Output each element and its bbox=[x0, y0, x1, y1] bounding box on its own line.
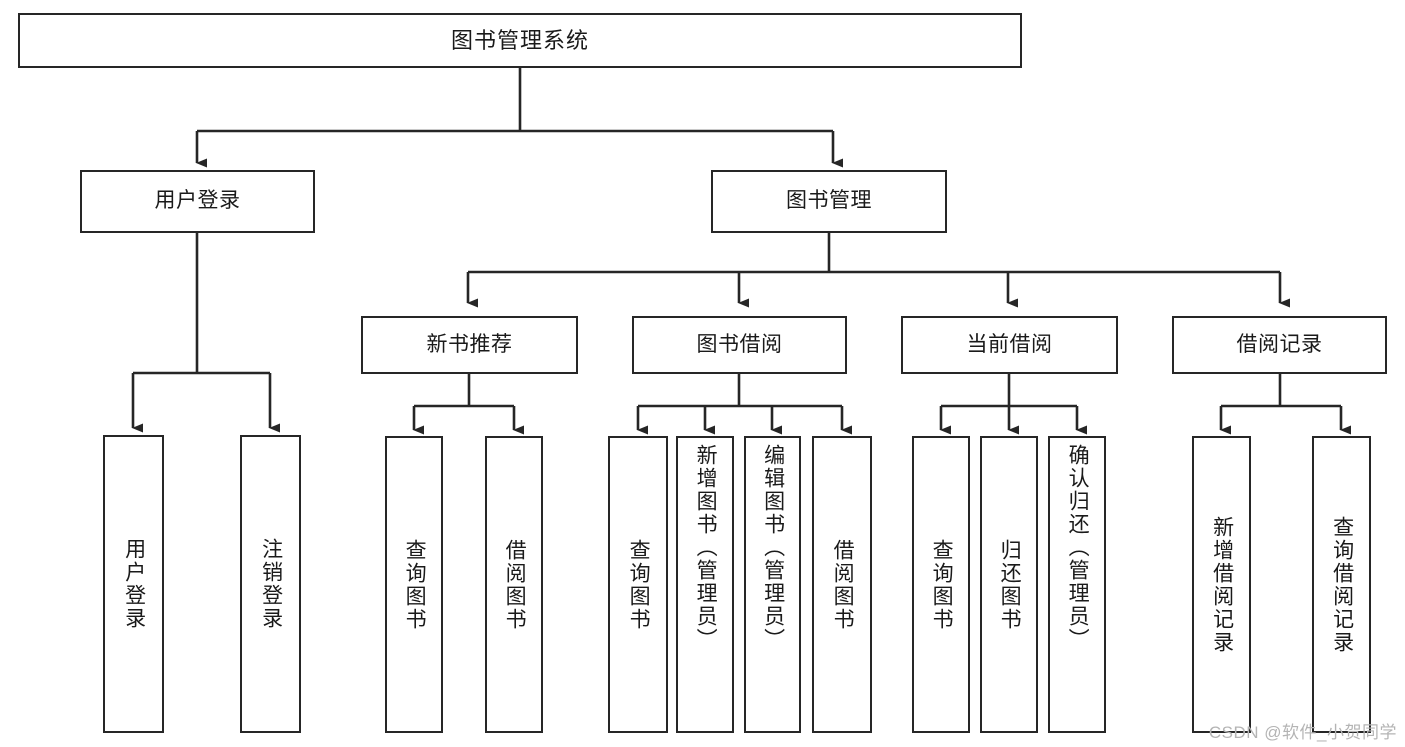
node-user-login-label: 用户登录 bbox=[154, 189, 241, 213]
leaf-query-book-3[interactable]: 查询图书 bbox=[912, 436, 970, 733]
leaf-edit-book[interactable]: 编辑图书（管理员） bbox=[744, 436, 801, 733]
leaf-borrow-book-1[interactable]: 借阅图书 bbox=[485, 436, 543, 733]
leaf-query-book-3-label: 查询图书 bbox=[930, 538, 954, 631]
leaf-query-book-1-label: 查询图书 bbox=[403, 538, 427, 631]
node-root-label: 图书管理系统 bbox=[450, 27, 589, 53]
node-current-borrow-label: 当前借阅 bbox=[966, 332, 1053, 356]
leaf-query-book-3-inner: 查询图书 bbox=[914, 438, 968, 731]
leaf-borrow-book-2-inner: 借阅图书 bbox=[814, 438, 870, 731]
leaf-logout-inner: 注销登录 bbox=[242, 437, 299, 731]
leaf-confirm-return-inner: 确认归还（管理员） bbox=[1050, 438, 1104, 731]
node-user-login[interactable]: 用户登录 bbox=[80, 170, 315, 233]
node-book-borrow[interactable]: 图书借阅 bbox=[632, 316, 847, 374]
node-book-borrow-label: 图书借阅 bbox=[696, 332, 783, 356]
leaf-logout-label: 注销登录 bbox=[259, 538, 283, 630]
leaf-confirm-return[interactable]: 确认归还（管理员） bbox=[1048, 436, 1106, 733]
leaf-return-book[interactable]: 归还图书 bbox=[980, 436, 1038, 733]
leaf-query-book-2-inner: 查询图书 bbox=[610, 438, 666, 731]
leaf-query-book-2[interactable]: 查询图书 bbox=[608, 436, 668, 733]
leaf-logout[interactable]: 注销登录 bbox=[240, 435, 301, 733]
leaf-add-book[interactable]: 新增图书（管理员） bbox=[676, 436, 734, 733]
leaf-add-borrow-record-inner: 新增借阅记录 bbox=[1194, 438, 1249, 731]
leaf-confirm-return-label: 确认归还（管理员） bbox=[1066, 444, 1090, 651]
leaf-borrow-book-2[interactable]: 借阅图书 bbox=[812, 436, 872, 733]
leaf-query-borrow-record-inner: 查询借阅记录 bbox=[1314, 438, 1369, 731]
leaf-user-login-inner: 用户登录 bbox=[105, 437, 162, 731]
node-borrow-record-label: 借阅记录 bbox=[1236, 332, 1323, 356]
leaf-query-book-1-inner: 查询图书 bbox=[387, 438, 441, 731]
node-root-book-management-system[interactable]: 图书管理系统 bbox=[18, 13, 1022, 68]
leaf-query-borrow-record-label: 查询借阅记录 bbox=[1330, 515, 1354, 654]
leaf-add-book-label: 新增图书（管理员） bbox=[694, 444, 718, 651]
leaf-query-book-1[interactable]: 查询图书 bbox=[385, 436, 443, 733]
leaf-user-login-label: 用户登录 bbox=[122, 538, 146, 630]
csdn-watermark: CSDN @软件_小贺同学 bbox=[1208, 723, 1397, 742]
leaf-add-borrow-record[interactable]: 新增借阅记录 bbox=[1192, 436, 1251, 733]
leaf-edit-book-label: 编辑图书（管理员） bbox=[761, 444, 785, 651]
leaf-borrow-book-1-label: 借阅图书 bbox=[503, 538, 527, 631]
leaf-query-borrow-record[interactable]: 查询借阅记录 bbox=[1312, 436, 1371, 733]
leaf-return-book-label: 归还图书 bbox=[998, 538, 1022, 631]
node-current-borrow[interactable]: 当前借阅 bbox=[901, 316, 1118, 374]
leaf-query-book-2-label: 查询图书 bbox=[627, 538, 651, 631]
node-book-management[interactable]: 图书管理 bbox=[711, 170, 947, 233]
leaf-borrow-book-2-label: 借阅图书 bbox=[831, 538, 855, 631]
leaf-edit-book-inner: 编辑图书（管理员） bbox=[746, 438, 799, 731]
leaf-return-book-inner: 归还图书 bbox=[982, 438, 1036, 731]
node-new-book-recommend-label: 新书推荐 bbox=[426, 332, 513, 356]
node-borrow-record[interactable]: 借阅记录 bbox=[1172, 316, 1387, 374]
leaf-borrow-book-1-inner: 借阅图书 bbox=[487, 438, 541, 731]
leaf-add-borrow-record-label: 新增借阅记录 bbox=[1210, 515, 1234, 654]
node-new-book-recommend[interactable]: 新书推荐 bbox=[361, 316, 578, 374]
leaf-user-login[interactable]: 用户登录 bbox=[103, 435, 164, 733]
node-book-management-label: 图书管理 bbox=[786, 189, 872, 213]
leaf-add-book-inner: 新增图书（管理员） bbox=[678, 438, 732, 731]
